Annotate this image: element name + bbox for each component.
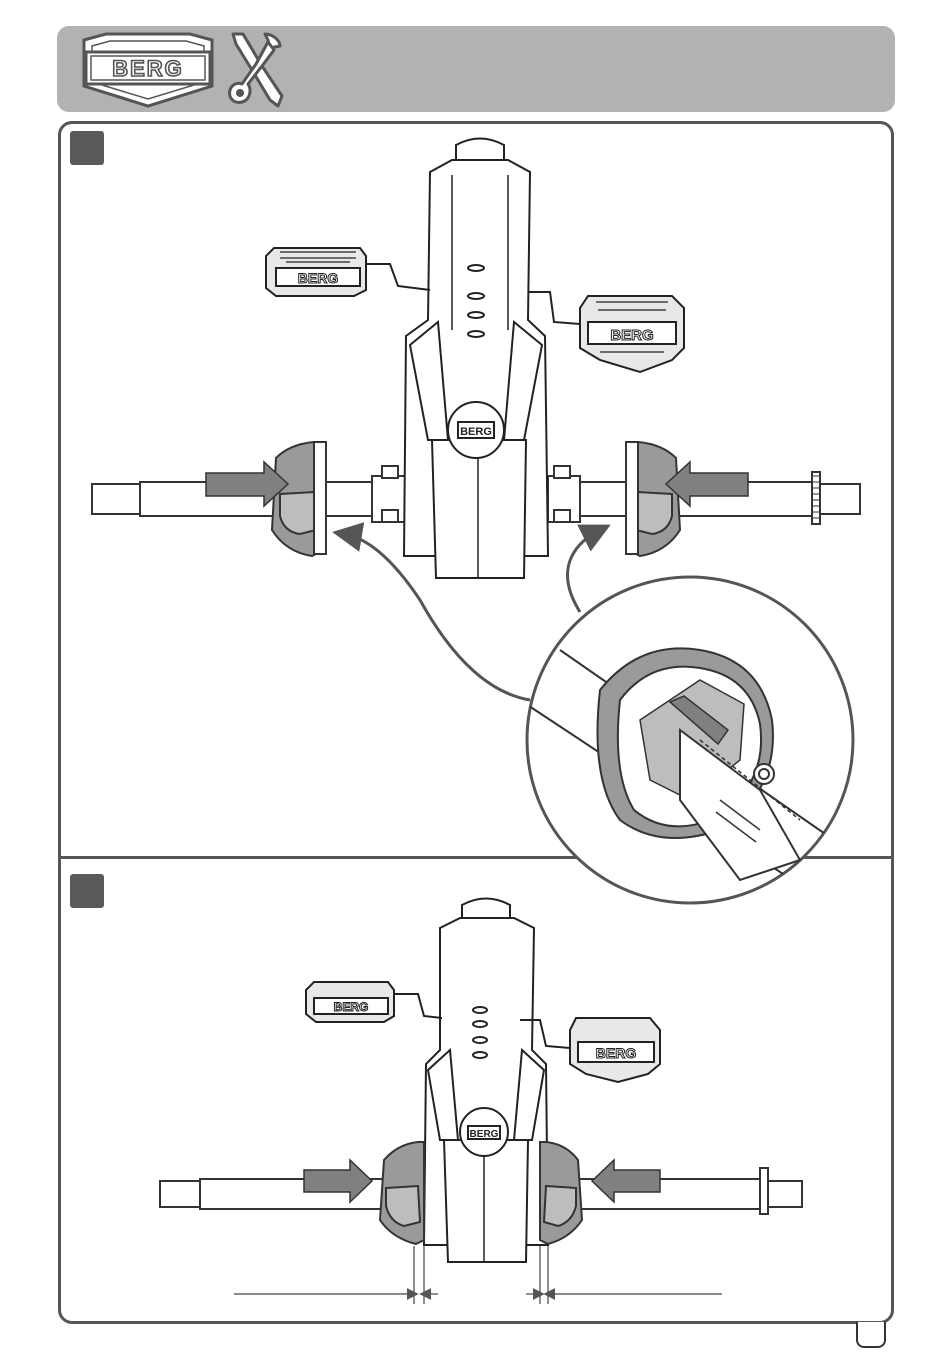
wheel-hub-right — [626, 442, 680, 556]
wheel-hub-right — [540, 1142, 582, 1244]
pedal-left: BERG — [306, 982, 442, 1022]
detail-magnifier — [520, 577, 880, 905]
pedal-logo: BERG — [610, 327, 653, 344]
hub-logo: BERG — [470, 1129, 499, 1140]
kart-frame: BERG — [404, 139, 548, 579]
page-number-tab — [856, 1322, 886, 1348]
pedal-logo: BERG — [596, 1045, 637, 1061]
pedal-right: BERG — [528, 292, 684, 372]
axle-bracket-left — [372, 466, 408, 522]
pedal-logo: BERG — [298, 270, 339, 286]
kart-frame: BERG — [424, 899, 548, 1263]
pedal-left: BERG — [266, 248, 430, 296]
step-2-illustration: BERG BERG BERG — [160, 899, 802, 1305]
hub-logo: BERG — [460, 426, 492, 438]
detail-leader-right — [568, 530, 601, 612]
pedal-logo: BERG — [334, 1000, 369, 1014]
wheel-hub-left — [272, 442, 326, 556]
wheel-hub-left — [380, 1142, 424, 1244]
step-1-illustration: BERG BERG BERG — [92, 139, 880, 906]
axle-bracket-right — [548, 466, 580, 522]
